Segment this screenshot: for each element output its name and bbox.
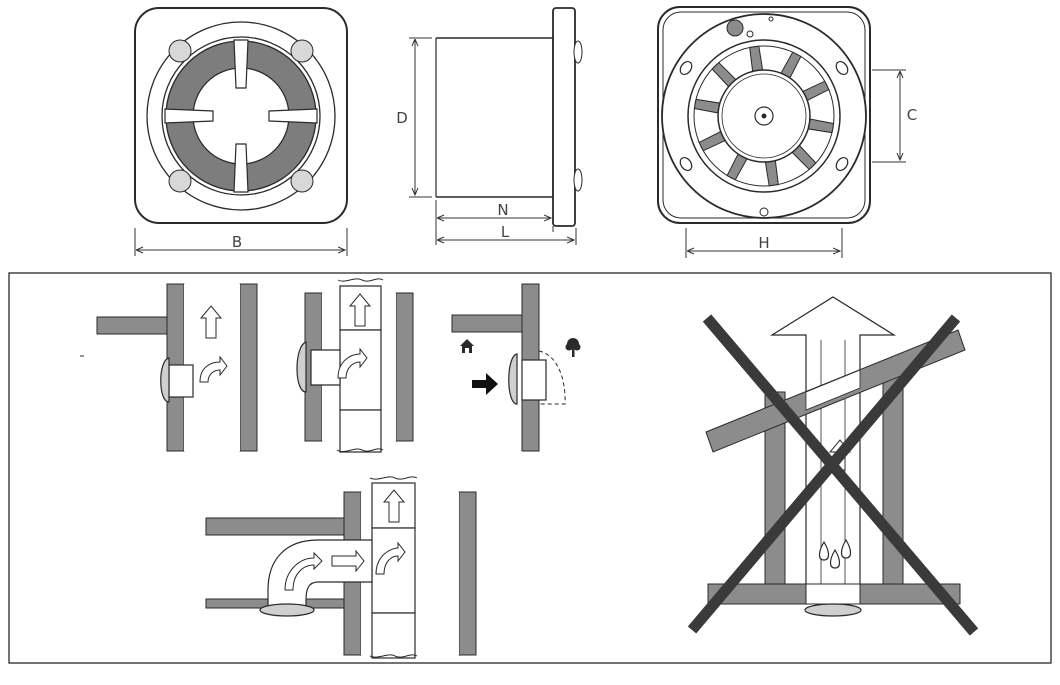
dimension-label-d: D	[396, 109, 408, 127]
fan-front-view: B	[134, 7, 348, 256]
dimension-label-c: C	[907, 106, 917, 124]
dimension-label-n: N	[497, 201, 508, 219]
scenario-duct-bend	[296, 278, 414, 453]
dimension-label-b: B	[232, 233, 242, 251]
house-icon	[460, 339, 474, 353]
arrow-right-icon	[472, 373, 498, 395]
water-drops-icon	[818, 538, 852, 569]
installation-panel	[8, 272, 1052, 664]
cross-out-x	[687, 314, 979, 636]
scenario-prohibited	[687, 296, 979, 636]
fan-rear-view: C H	[657, 6, 917, 258]
dimension-label-l: L	[501, 223, 510, 241]
scenario-wall-elbow	[205, 476, 477, 659]
scenario-wall-duct	[80, 283, 258, 452]
scenario-through-wall	[451, 283, 581, 452]
dimension-label-h: H	[758, 234, 769, 252]
fan-side-view: D N L	[396, 7, 583, 245]
tree-icon	[565, 338, 581, 357]
